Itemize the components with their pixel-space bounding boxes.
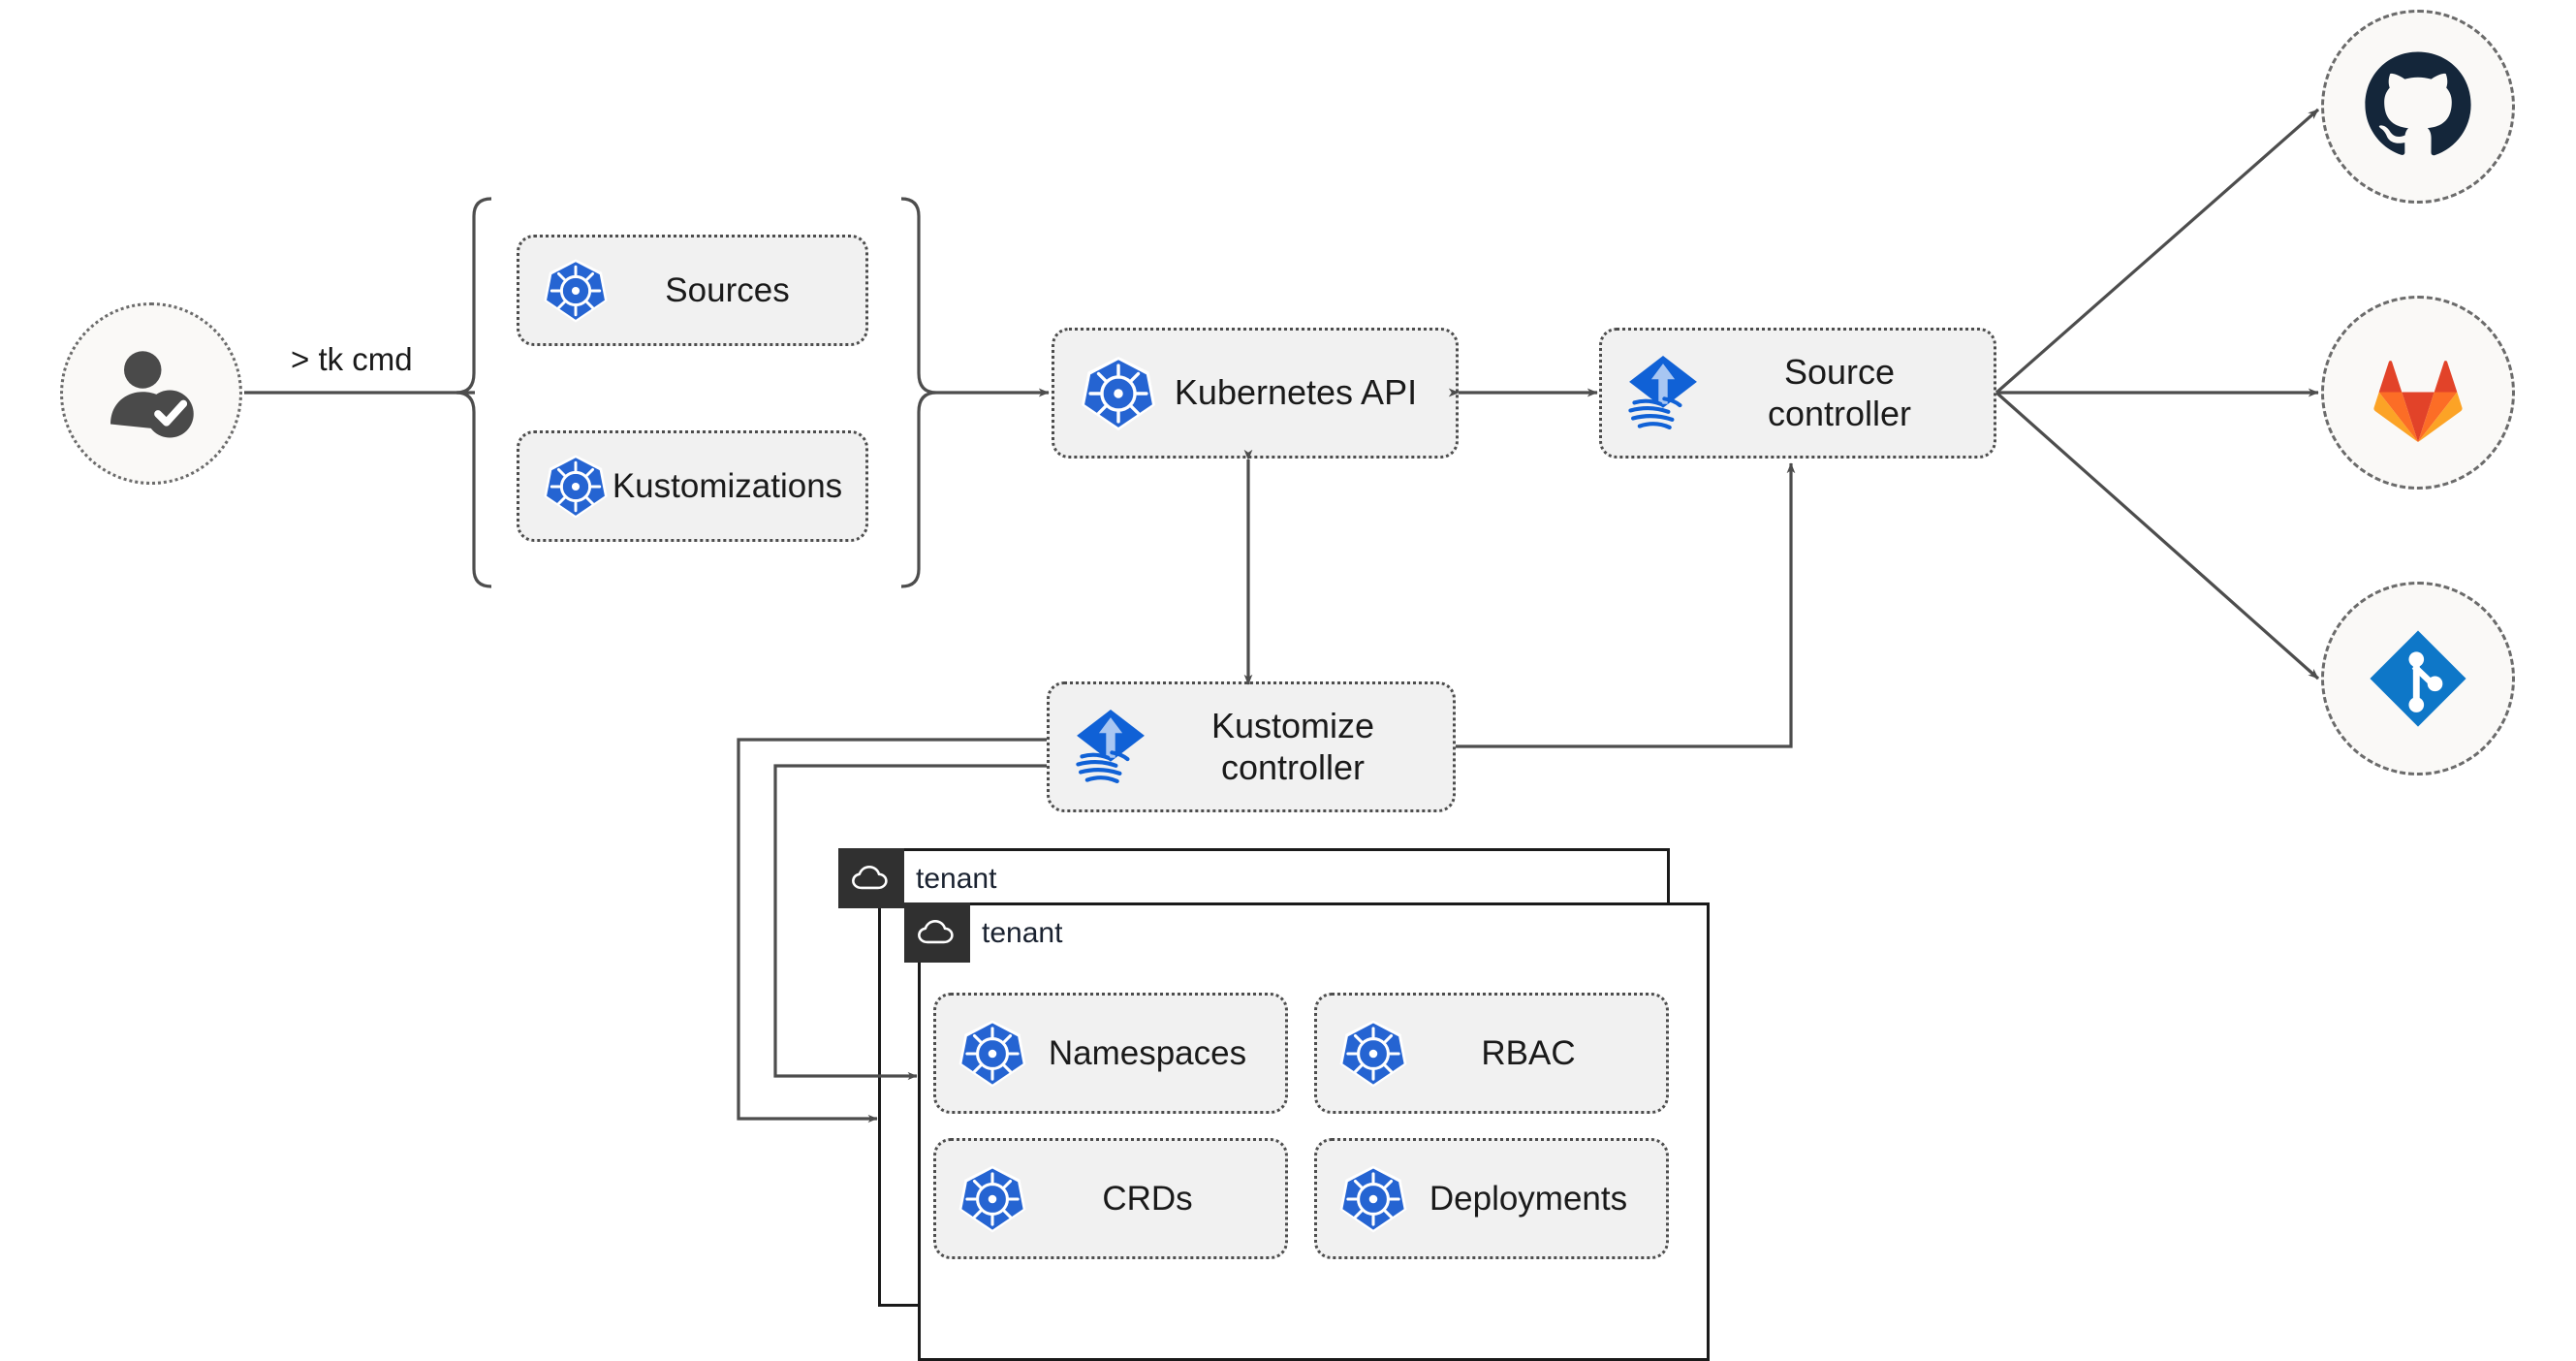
cloud-icon — [918, 920, 954, 944]
node-label-line1: Source — [1783, 352, 1896, 393]
kubernetes-icon — [1081, 356, 1156, 430]
resource-label: Deployments — [1429, 1179, 1628, 1218]
actor-user — [60, 302, 242, 485]
kubernetes-icon — [958, 1165, 1026, 1232]
kubernetes-icon — [1339, 1020, 1407, 1087]
github-icon — [2365, 51, 2471, 156]
tenant-tab-inner — [904, 902, 970, 963]
resource-label: RBAC — [1481, 1033, 1576, 1072]
node-label: Source controller — [1705, 352, 1974, 434]
brace-right — [900, 197, 937, 588]
node-label-line2: controller — [1220, 746, 1366, 787]
node-label: Kustomize controller — [1152, 706, 1433, 788]
resource-box-rbac: RBAC — [1314, 993, 1669, 1114]
node-kubernetes-api: Kubernetes API — [1052, 328, 1459, 459]
crd-box-sources: Sources — [517, 235, 868, 346]
user-check-icon — [110, 351, 194, 438]
provider-github — [2321, 10, 2515, 204]
node-label: Kubernetes API — [1174, 372, 1418, 413]
crd-label: Kustomizations — [612, 466, 843, 505]
kubernetes-icon — [1339, 1165, 1407, 1232]
edge-kustomize-to-tenant-outer — [737, 738, 1047, 1124]
node-source-controller: Source controller — [1599, 328, 1996, 459]
tenant-label-inner: tenant — [982, 917, 1063, 949]
provider-azure-repos — [2321, 582, 2515, 775]
flux-icon — [1628, 355, 1697, 429]
cloud-icon — [852, 866, 888, 890]
kubernetes-icon — [958, 1020, 1026, 1087]
azure-repos-icon — [2370, 630, 2466, 727]
edge-source-to-github — [1995, 108, 2320, 395]
resource-box-deployments: Deployments — [1314, 1138, 1669, 1259]
crd-box-kustomizations: Kustomizations — [517, 430, 868, 542]
edge-kustomize-to-source — [1456, 462, 1796, 748]
provider-gitlab — [2321, 296, 2515, 490]
crd-label: Sources — [665, 270, 790, 309]
brace-left — [456, 197, 492, 588]
command-label: > tk cmd — [291, 341, 413, 377]
flux-icon — [1076, 709, 1145, 783]
resource-box-crds: CRDs — [933, 1138, 1288, 1259]
edge-source-to-azure — [1995, 391, 2320, 680]
node-label-line1: Kustomize — [1210, 706, 1375, 746]
edge-kustomize-to-tenant-inner — [773, 764, 1047, 1081]
resource-label: Namespaces — [1048, 1033, 1247, 1072]
node-label-line2: controller — [1767, 393, 1912, 433]
tenant-tab-outer — [838, 848, 904, 908]
node-kustomize-controller: Kustomize controller — [1047, 681, 1456, 812]
gitlab-icon — [2373, 361, 2463, 443]
resource-label: CRDs — [1102, 1179, 1193, 1218]
resource-box-namespaces: Namespaces — [933, 993, 1288, 1114]
kubernetes-icon — [544, 454, 608, 519]
tenant-label-outer: tenant — [916, 863, 997, 895]
kubernetes-icon — [544, 258, 608, 323]
